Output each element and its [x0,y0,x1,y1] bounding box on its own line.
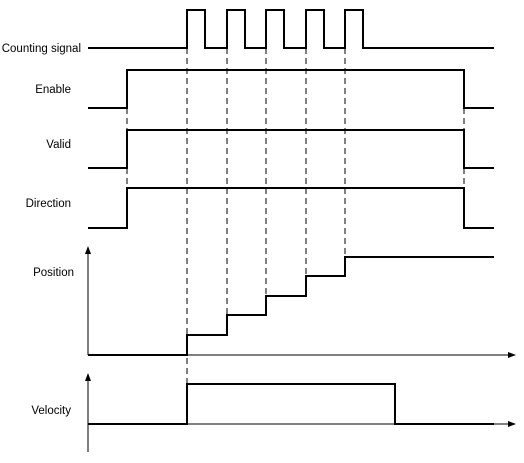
direction-waveform [88,187,494,229]
velocity-waveform [88,383,494,425]
pulse-guides [186,48,346,384]
valid-label: Valid [46,139,71,151]
enable-label: Enable [35,84,71,96]
direction-label: Direction [26,198,71,210]
velocity-label: Velocity [31,405,71,417]
position-staircase [88,256,494,356]
valid-waveform [88,129,494,169]
enable-edge-guides [126,108,465,190]
position-label: Position [33,267,74,279]
counting-signal-label: Counting signal [2,43,81,55]
counting-signal-waveform [88,9,494,49]
position-axes [85,246,516,358]
enable-waveform [88,69,494,109]
